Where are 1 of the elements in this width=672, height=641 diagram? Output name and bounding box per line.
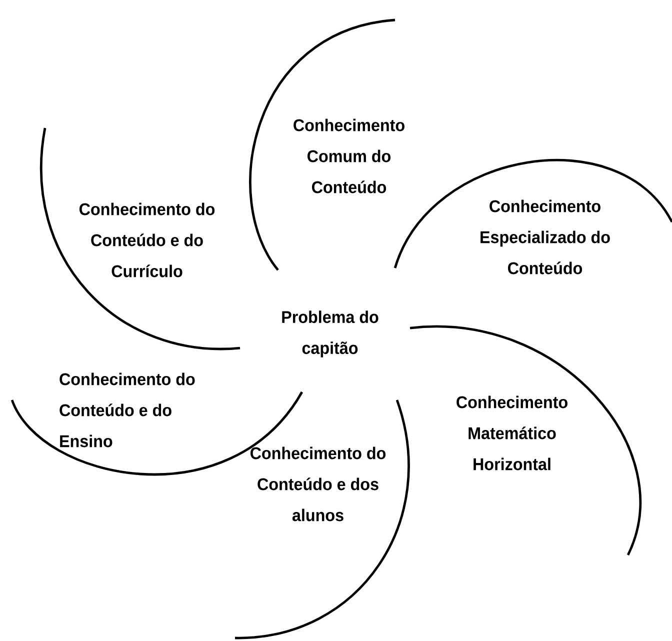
center-label: Problema do capitão — [282, 310, 378, 358]
